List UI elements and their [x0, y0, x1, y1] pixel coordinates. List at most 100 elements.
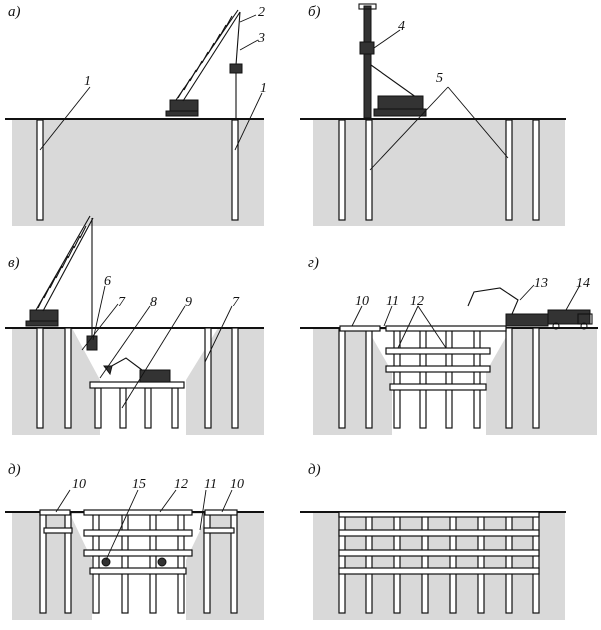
leader-3	[239, 39, 259, 51]
label-11: 11	[386, 294, 399, 309]
leader-7b	[204, 305, 233, 363]
label-14: 14	[576, 276, 590, 291]
panel-letter-b: б)	[308, 4, 321, 20]
leader-5b	[447, 86, 509, 159]
soil-area	[12, 119, 264, 226]
slab	[385, 325, 507, 332]
pile	[421, 512, 429, 614]
pile	[94, 387, 102, 429]
pile	[121, 512, 129, 614]
strut	[43, 527, 73, 534]
crane	[25, 215, 98, 351]
leader-14	[565, 284, 581, 311]
pile	[338, 119, 346, 221]
crane	[165, 9, 243, 118]
pile	[231, 119, 239, 221]
concrete-pump	[467, 287, 549, 327]
pile	[445, 329, 453, 429]
leader-10	[351, 305, 363, 327]
mixer-truck	[547, 309, 593, 330]
pile-driving-rig	[358, 3, 427, 119]
pile	[204, 327, 212, 429]
leader-1	[39, 86, 91, 151]
label-8: 8	[150, 295, 157, 310]
pile	[449, 512, 457, 614]
panel-v: в) 6 7 8 9 7	[5, 215, 264, 435]
pile	[36, 119, 44, 221]
pile	[36, 327, 44, 429]
panel-d1: д) 10 15 12 11 10	[5, 462, 264, 620]
label-9: 9	[185, 295, 192, 310]
pile	[505, 512, 513, 614]
pile	[144, 387, 152, 429]
slab	[339, 325, 381, 332]
pile	[231, 327, 239, 429]
leader-12b	[417, 305, 447, 349]
pile	[177, 512, 185, 614]
leader-11	[199, 489, 207, 531]
label-11: 11	[204, 477, 217, 492]
pile	[473, 329, 481, 429]
soil-area	[313, 512, 565, 620]
strut	[338, 567, 540, 575]
slab	[39, 509, 71, 516]
soil-area	[313, 119, 565, 226]
pile	[365, 512, 373, 614]
pile	[393, 512, 401, 614]
pile	[505, 119, 513, 221]
pile	[64, 327, 72, 429]
leader-8	[99, 305, 151, 379]
pile	[92, 512, 100, 614]
pile	[365, 327, 373, 429]
strut	[89, 567, 187, 575]
slab	[338, 511, 540, 518]
excavator	[103, 357, 171, 383]
leader-13	[519, 284, 535, 301]
label-13: 13	[534, 276, 548, 291]
strut	[385, 347, 491, 355]
label-10b: 10	[230, 477, 244, 492]
excavation	[70, 514, 208, 620]
leader-10a	[55, 489, 71, 513]
leader-4	[373, 29, 401, 49]
panel-letter-v: в)	[8, 255, 20, 271]
slab	[204, 509, 238, 516]
label-12: 12	[410, 294, 424, 309]
strut	[338, 549, 540, 557]
label-4: 4	[398, 19, 405, 34]
label-10a: 10	[72, 477, 86, 492]
pile	[119, 387, 127, 429]
leader-12a	[397, 305, 419, 349]
panel-b: б) 4 5	[300, 3, 566, 226]
platform	[89, 381, 185, 389]
strut	[385, 365, 491, 373]
pile	[477, 512, 485, 614]
label-1b: 1	[260, 81, 267, 96]
panel-letter-d2: д)	[308, 462, 321, 478]
leader-11	[383, 305, 393, 327]
leader-6	[92, 285, 106, 341]
pile	[149, 512, 157, 614]
leader-12	[159, 489, 177, 513]
label-12: 12	[174, 477, 188, 492]
strut	[83, 529, 193, 537]
pile	[419, 329, 427, 429]
panel-a: а) 1 2 3 1	[5, 4, 267, 226]
pile	[338, 327, 346, 429]
label-7a: 7	[118, 295, 126, 310]
leader-2	[239, 14, 257, 23]
pile	[365, 119, 373, 221]
label-2: 2	[258, 5, 265, 20]
leader-15	[105, 489, 139, 561]
strut	[389, 383, 487, 391]
leader-9	[121, 305, 186, 409]
panel-letter-g: г)	[308, 255, 319, 271]
label-5: 5	[436, 71, 443, 86]
label-10: 10	[355, 294, 369, 309]
strut	[203, 527, 235, 534]
label-7b: 7	[232, 295, 240, 310]
panel-letter-d1: д)	[8, 462, 21, 478]
leader-10b	[221, 489, 233, 513]
label-3: 3	[257, 31, 265, 46]
